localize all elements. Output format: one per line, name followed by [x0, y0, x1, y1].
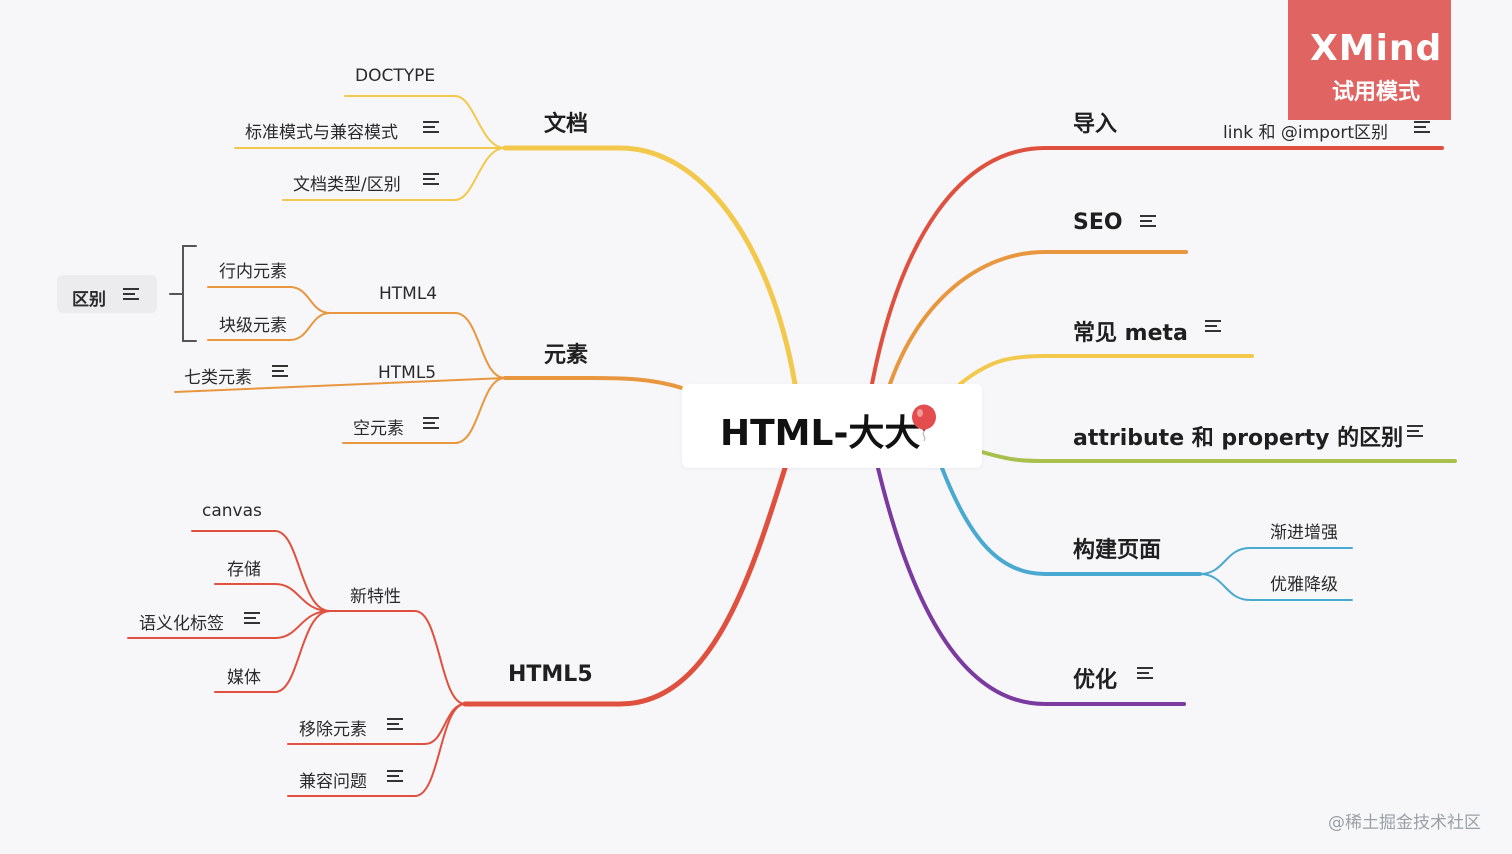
- topic-compat-issues[interactable]: 兼容问题: [299, 772, 367, 792]
- topic-html5[interactable]: HTML5: [508, 662, 593, 687]
- topic-doc-type[interactable]: 文档类型/区别: [293, 175, 401, 195]
- link-root-import: [870, 146, 1444, 386]
- link-root-html5: [462, 465, 788, 707]
- note-lines-icon[interactable]: [423, 173, 439, 185]
- note-lines-icon[interactable]: [1137, 667, 1153, 679]
- topic-seo[interactable]: SEO: [1073, 210, 1123, 235]
- topic-doc[interactable]: 文档: [544, 112, 589, 137]
- link-features-semantic: [127, 610, 331, 639]
- link-build-progressive: [1199, 547, 1353, 575]
- link-doc-type: [282, 147, 506, 201]
- topic-elements-html5[interactable]: HTML5: [378, 363, 437, 383]
- note-lines-icon[interactable]: [123, 288, 139, 300]
- note-lines-icon[interactable]: [272, 365, 288, 377]
- note-lines-icon[interactable]: [1140, 215, 1156, 227]
- link-build-graceful: [1199, 573, 1353, 601]
- credit-text: @稀土掘金技术社区: [1328, 813, 1481, 833]
- note-lines-icon[interactable]: [244, 612, 260, 624]
- link-elements-html4: [329, 312, 506, 379]
- link-root-elements: [503, 376, 684, 390]
- link-features-media: [214, 610, 331, 693]
- topic-progressive-enhancement[interactable]: 渐进增强: [1270, 523, 1338, 543]
- topic-semantic-tags[interactable]: 语义化标签: [139, 614, 224, 634]
- note-lines-icon[interactable]: [1205, 320, 1221, 332]
- link-features-storage: [214, 583, 331, 612]
- topic-block-elements[interactable]: 块级元素: [219, 316, 287, 336]
- link-html4-block: [207, 312, 331, 341]
- topic-media[interactable]: 媒体: [227, 668, 261, 688]
- link-root-doc: [502, 145, 798, 387]
- note-lines-icon[interactable]: [387, 770, 403, 782]
- topic-attribute-property[interactable]: attribute 和 property 的区别: [1073, 426, 1404, 451]
- watermark-title: XMind: [1310, 28, 1443, 69]
- root-topic-label: HTML-大大: [720, 413, 921, 454]
- note-lines-icon[interactable]: [1407, 425, 1423, 437]
- topic-elements[interactable]: 元素: [544, 343, 589, 368]
- topic-diff: 区别: [72, 290, 106, 310]
- topic-removed-elements[interactable]: 移除元素: [299, 720, 367, 740]
- link-html4-inline: [207, 286, 331, 314]
- link-root-meta: [958, 354, 1254, 386]
- topic-standard-mode[interactable]: 标准模式与兼容模式: [245, 123, 398, 143]
- topic-seven-categories[interactable]: 七类元素: [184, 368, 252, 388]
- topic-html4[interactable]: HTML4: [379, 284, 438, 304]
- topic-link-vs-import[interactable]: link 和 @import区别: [1223, 123, 1389, 143]
- trial-watermark: [1288, 0, 1451, 120]
- watermark-subtitle: 试用模式: [1332, 80, 1421, 105]
- link-features-canvas: [191, 530, 331, 612]
- topic-storage[interactable]: 存储: [227, 560, 261, 580]
- topic-optimize[interactable]: 优化: [1073, 668, 1118, 693]
- topic-build-page[interactable]: 构建页面: [1073, 538, 1162, 563]
- topic-diff-box[interactable]: [57, 275, 157, 313]
- link-root-optimize: [876, 466, 1186, 706]
- balloon-icon: [912, 404, 936, 442]
- link-root-build: [940, 466, 1202, 576]
- diff-bracket: [169, 245, 197, 342]
- topic-import[interactable]: 导入: [1073, 112, 1118, 137]
- link-elements-empty: [342, 377, 506, 444]
- topic-new-features[interactable]: 新特性: [350, 587, 401, 607]
- link-doc-doctype: [344, 95, 506, 149]
- note-lines-icon[interactable]: [387, 718, 403, 730]
- link-html5-compat: [287, 703, 466, 797]
- topic-meta[interactable]: 常见 meta: [1073, 321, 1188, 346]
- topic-empty-elements[interactable]: 空元素: [353, 419, 404, 439]
- note-lines-icon[interactable]: [423, 121, 439, 133]
- topic-inline-elements[interactable]: 行内元素: [219, 262, 287, 282]
- link-html5-features: [329, 610, 466, 705]
- link-root-attr: [980, 450, 1457, 463]
- topic-doctype[interactable]: DOCTYPE: [355, 66, 436, 86]
- topic-canvas[interactable]: canvas: [202, 501, 262, 521]
- topic-graceful-degradation[interactable]: 优雅降级: [1270, 575, 1338, 595]
- note-lines-icon[interactable]: [1414, 121, 1430, 133]
- note-lines-icon[interactable]: [423, 417, 439, 429]
- link-elements-html5: [174, 377, 506, 393]
- link-root-seo: [888, 250, 1188, 386]
